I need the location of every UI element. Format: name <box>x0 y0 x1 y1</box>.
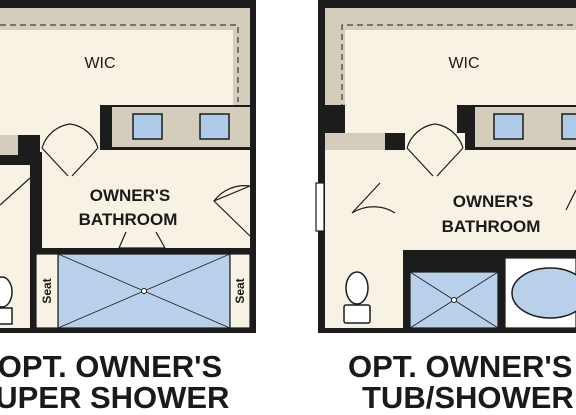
right-toilet-bowl <box>345 271 369 305</box>
left-shower-drain <box>141 288 147 294</box>
left-wic-door-opening <box>40 135 100 152</box>
left-shower-door-swing <box>118 231 166 249</box>
right-plan-caption-line2: TUB/SHOWER <box>362 380 574 415</box>
right-bathroom-label-line2: BATHROOM <box>442 217 541 236</box>
right-tub-basin <box>511 267 576 319</box>
right-vanity-counter <box>475 107 576 147</box>
right-wic-door-swing <box>406 123 436 177</box>
left-sink-2 <box>199 113 230 140</box>
right-wic-door-swing-2 <box>434 123 464 177</box>
right-plan-caption-line1: OPT. OWNER'S <box>348 349 573 384</box>
right-shower-drain <box>451 297 457 303</box>
right-wic-label: WIC <box>448 55 479 72</box>
right-wic-door-opening <box>405 133 465 152</box>
right-toilet-tank <box>343 304 371 324</box>
left-plan-caption-line1: OPT. OWNER'S <box>0 349 223 384</box>
left-side-door-swing <box>0 177 31 206</box>
left-wic-door-swing-2 <box>69 123 99 177</box>
left-seat-left <box>35 253 59 329</box>
left-plan: WIC Seat Seat OWN <box>0 0 256 333</box>
left-seat-right-label: Seat <box>233 278 247 303</box>
right-tub-partition <box>498 250 505 333</box>
right-wic-dashed-shelf <box>341 24 576 130</box>
left-bathroom-label-line1: OWNER'S <box>90 186 171 205</box>
right-bathroom-label-line1: OWNER'S <box>453 192 534 211</box>
right-wic-floor-lower <box>345 105 457 133</box>
right-bathroom-floor <box>325 150 576 250</box>
left-seat-right <box>229 253 251 329</box>
left-wic-label: WIC <box>84 55 115 72</box>
right-plan: WIC OWNER <box>315 0 576 333</box>
right-right-door-swing <box>565 189 576 211</box>
right-wc-partition <box>403 250 410 333</box>
left-seat-left-label: Seat <box>40 278 54 303</box>
left-toilet-tank <box>0 307 13 325</box>
left-toilet-bowl <box>0 276 13 308</box>
left-wic-door-swing <box>41 123 71 177</box>
right-sink-2 <box>561 113 576 140</box>
left-plan-caption-line2: SUPER SHOWER <box>0 380 230 415</box>
right-wic-floor <box>345 30 576 105</box>
left-sink-1 <box>132 113 163 140</box>
left-side-counter <box>0 135 18 155</box>
right-wc-door-swing <box>351 182 396 214</box>
right-sink-1 <box>493 113 524 140</box>
left-bathroom-label-line2: BATHROOM <box>79 210 178 229</box>
left-right-door-swing <box>212 185 251 237</box>
right-left-window <box>315 182 325 232</box>
left-wic-floor-lower <box>0 105 100 135</box>
left-wic-floor <box>0 30 233 105</box>
